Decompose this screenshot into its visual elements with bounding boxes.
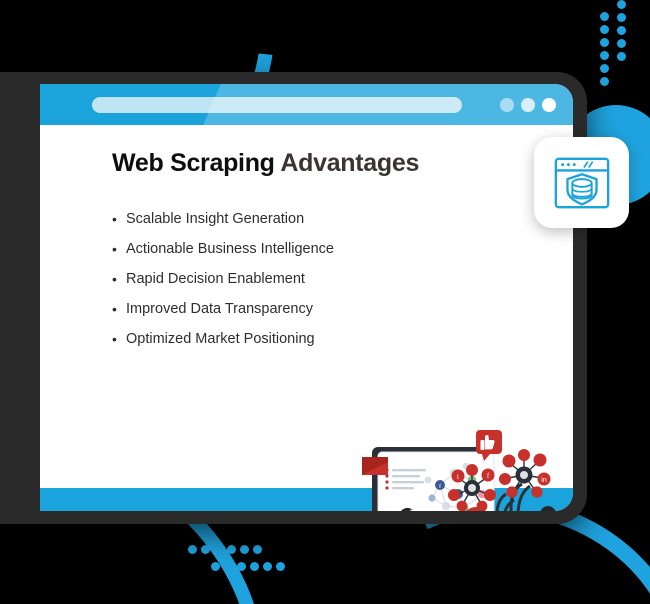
window-dot-3-icon[interactable] [542,98,556,112]
decorative-dot [600,25,609,34]
bullet-dot-icon: • [112,301,117,317]
svg-text:f: f [487,472,490,480]
window-dot-1-icon[interactable] [500,98,514,112]
list-item: • Rapid Decision Enablement [112,264,334,294]
decorative-dot [227,545,236,554]
decorative-dot [211,562,220,571]
decorative-dot [600,64,609,73]
decorative-dot [253,545,262,554]
decorative-dot [600,12,609,21]
social-media-data-scraping-illustration: f f [354,428,573,511]
decorative-dot [276,562,285,571]
page-title-primary: Web Scraping [112,149,275,177]
bullet-dot-icon: • [112,241,117,257]
decorative-dot [240,545,249,554]
secure-data-browser-badge[interactable] [534,137,629,228]
list-item-label: Rapid Decision Enablement [126,271,305,287]
list-item-label: Actionable Business Intelligence [126,241,334,257]
bullet-dot-icon: • [112,271,117,287]
decorative-dot [188,545,197,554]
list-item-label: Improved Data Transparency [126,301,313,317]
page-title: Web Scraping Advantages [112,149,419,178]
browser-titlebar [40,84,573,125]
decorative-dot [224,562,233,571]
decorative-dot [250,562,259,571]
decorative-dot [617,0,626,9]
list-item: • Improved Data Transparency [112,294,334,324]
svg-text:f: f [439,483,441,490]
list-item-label: Optimized Market Positioning [126,331,315,347]
list-item: • Actionable Business Intelligence [112,234,334,264]
bullet-dot-icon: • [112,211,117,227]
decorative-dot [214,545,223,554]
decorative-dot [201,545,210,554]
svg-text:t: t [457,473,459,481]
decorative-dot [617,52,626,61]
slide-content: Web Scraping Advantages • Scalable Insigh… [40,125,573,511]
decorative-dot [617,26,626,35]
decorative-dot [600,77,609,86]
window-dot-2-icon[interactable] [521,98,535,112]
advantages-list: • Scalable Insight Generation • Actionable … [112,204,334,354]
list-item: • Scalable Insight Generation [112,204,334,234]
page-title-secondary: Advantages [280,149,420,177]
decorative-dot [263,562,272,571]
decorative-dot [600,38,609,47]
list-item-label: Scalable Insight Generation [126,211,305,227]
list-item: • Optimized Market Positioning [112,324,334,354]
decorative-dot [237,562,246,571]
decorative-dot [600,51,609,60]
browser-window: Web Scraping Advantages • Scalable Insigh… [40,84,573,511]
decorative-dot [617,39,626,48]
decorative-dot [617,13,626,22]
browser-shield-database-icon [554,157,609,208]
illustration-svg: f f [362,430,556,511]
address-bar[interactable] [92,97,462,113]
window-controls [500,98,556,112]
svg-text:in: in [541,477,547,484]
bullet-dot-icon: • [112,331,117,347]
